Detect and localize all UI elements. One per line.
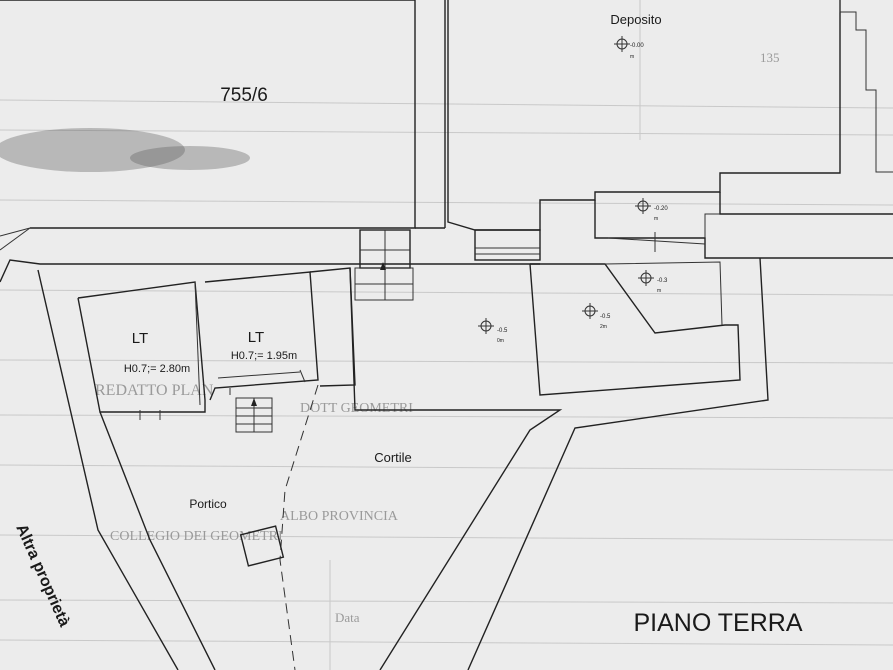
room-deposito: Deposito -0.00 m [447,0,893,231]
neighbor-label: Altra proprietà [12,522,72,630]
bg-text-6: Data [335,610,360,625]
center-right-level-unit: 2m [600,324,607,330]
main-walls [0,227,769,670]
cortile-label: Cortile [374,450,412,465]
passage-steps [354,229,541,301]
room-center-right: -0.5 2m -0.3 m [529,261,741,396]
parcel-755-6-building: 755/6 [0,0,446,229]
center-right-level: -0.5 [600,314,611,320]
bg-text-4: ALBO PROVINCIA [280,509,399,524]
upper-right-level: -0.20 [654,206,668,212]
upper-right-level-marker: -0.20 m [635,198,668,222]
stair-arrow-icon [380,262,386,270]
portico-pillar [239,525,285,567]
upper-right-level-unit: m [654,216,658,222]
portico: Portico [189,384,319,670]
deposito-level-marker: -0.00 m [614,36,644,60]
bg-text-5: 135 [760,50,780,65]
center-level-marker: -0.5 0m [478,318,508,344]
lt-steps [235,397,273,433]
center-right-level-marker: -0.5 2m [582,303,611,330]
photocopy-smudge [0,128,250,172]
parcel-label: 755/6 [220,85,268,106]
room-upper-right: -0.20 m [594,198,893,259]
property-boundary [37,269,216,670]
mid-right-level-marker: -0.3 m [638,270,668,294]
center-level: -0.5 [497,328,508,334]
bg-text-3: COLLEGIO DEI GEOMETRI [110,529,283,544]
deposito-label: Deposito [610,12,661,27]
paper-background-text: REDATTO PLAN DOTT GEOMETRI COLLEGIO DEI … [95,50,780,625]
deposito-level-unit: m [630,54,634,60]
bg-text-2: DOTT GEOMETRI [300,401,413,416]
lt-right-label: LT [248,329,264,346]
mid-right-level: -0.3 [657,278,668,284]
bg-text-1: REDATTO PLAN [95,382,214,399]
sheet-title: PIANO TERRA [633,609,802,637]
lt-left-label: LT [132,330,148,347]
lt-left-height: H0.7;= 2.80m [124,363,190,375]
steps-arrow-icon [251,398,257,406]
deposito-level: -0.00 [630,43,644,49]
lt-rooms: LT H0.7;= 2.80m LT H0.7;= 1.95m [77,267,356,420]
portico-label: Portico [189,497,227,511]
lt-right-height: H0.7;= 1.95m [231,350,297,362]
mid-right-level-unit: m [657,288,661,294]
center-level-unit: 0m [497,338,504,344]
